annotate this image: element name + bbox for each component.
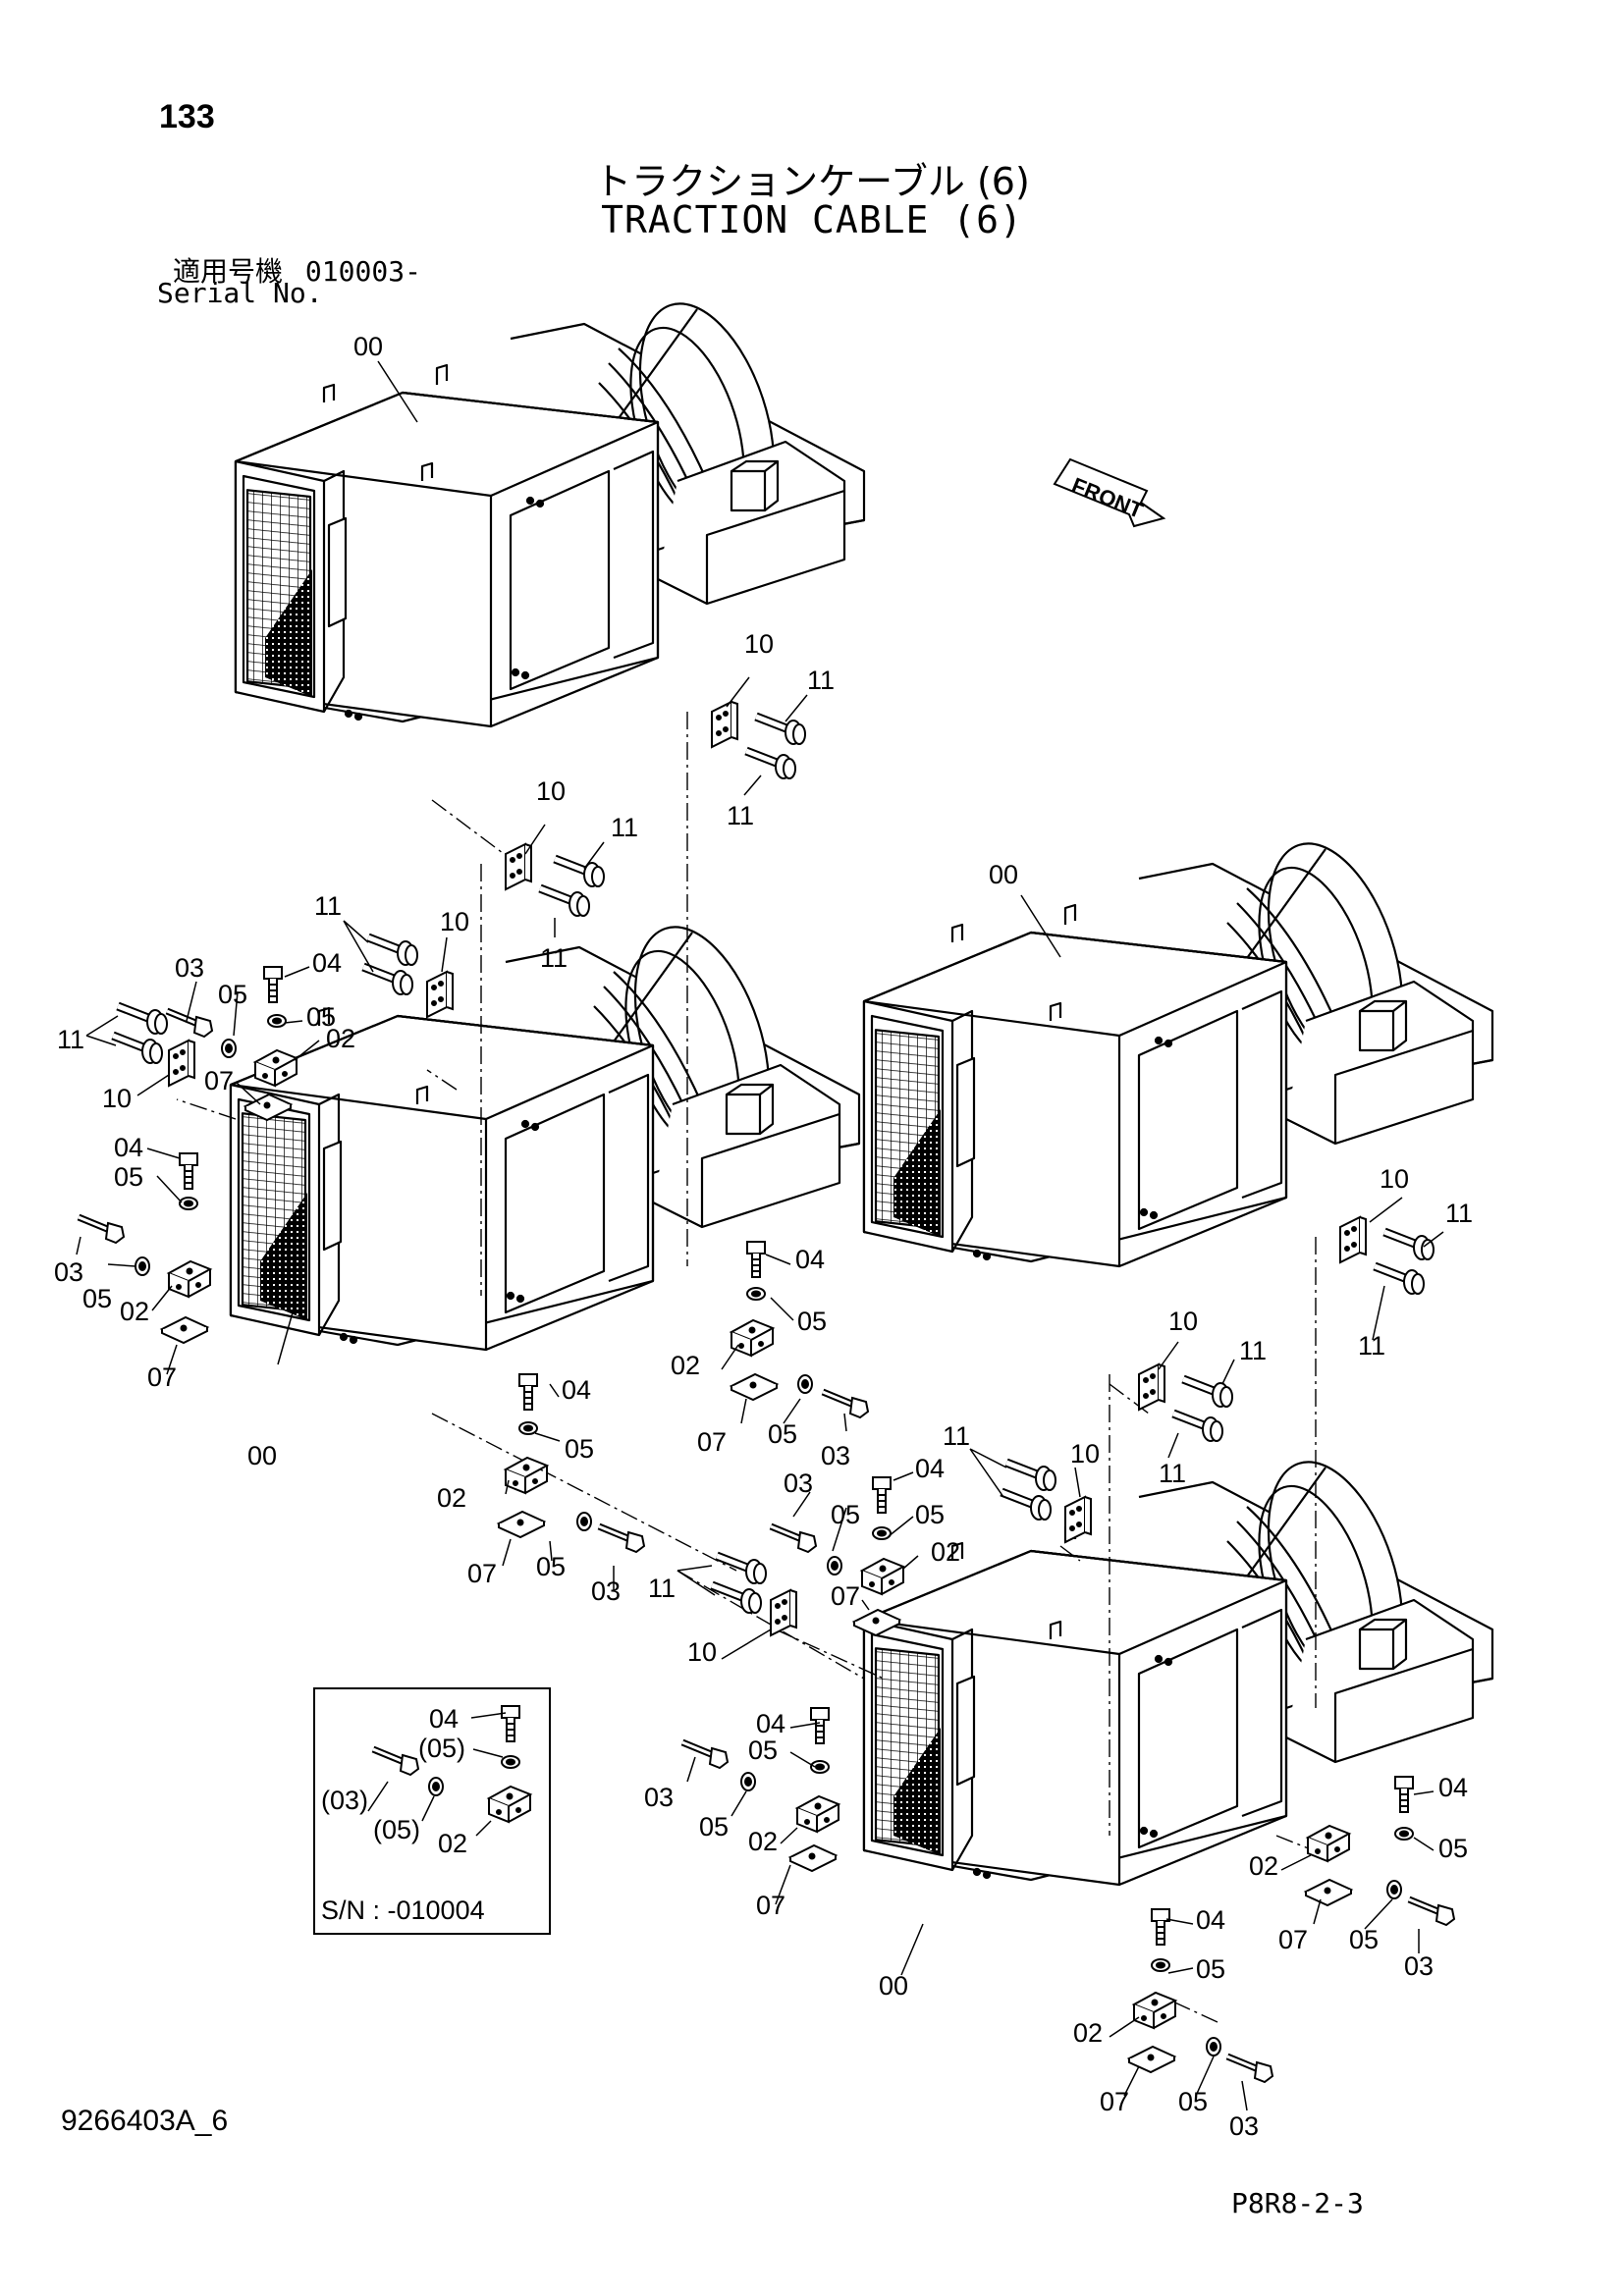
callout-10: 10 bbox=[1380, 1164, 1409, 1194]
callout-04: 04 bbox=[756, 1709, 785, 1738]
callout-07: 07 bbox=[147, 1362, 177, 1392]
inset-serial-note: S/N : -010004 bbox=[321, 1896, 485, 1925]
inset-callout-04: 04 bbox=[429, 1704, 459, 1734]
callout-04: 04 bbox=[1438, 1773, 1468, 1802]
callout-05: 05 bbox=[1196, 1954, 1225, 1984]
traction-motor-unit-4 bbox=[862, 1444, 1494, 1887]
callout-05: 05 bbox=[699, 1812, 729, 1842]
callout-11: 11 bbox=[314, 891, 342, 921]
callout-11: 11 bbox=[540, 943, 568, 973]
callout-00: 00 bbox=[247, 1441, 277, 1470]
callout-05: 05 bbox=[536, 1552, 566, 1581]
callout-10: 10 bbox=[687, 1637, 717, 1667]
callout-07: 07 bbox=[756, 1891, 785, 1920]
drawing-id: 9266403A_6 bbox=[61, 2105, 229, 2137]
callout-10: 10 bbox=[1168, 1307, 1198, 1336]
callout-03: 03 bbox=[1229, 2111, 1259, 2141]
callout-03: 03 bbox=[175, 953, 204, 983]
inset-box: 04 (05) (03) (05) 02 S/N : -010004 bbox=[313, 1687, 551, 1935]
serial-label-english: Serial No. bbox=[157, 277, 323, 309]
callout-04: 04 bbox=[915, 1454, 945, 1483]
callout-10: 10 bbox=[440, 907, 469, 936]
callout-11: 11 bbox=[1445, 1199, 1473, 1228]
callout-10: 10 bbox=[536, 776, 566, 806]
callout-07: 07 bbox=[1278, 1925, 1308, 1954]
callout-05: 05 bbox=[218, 980, 247, 1009]
callout-02: 02 bbox=[120, 1297, 149, 1326]
callout-05: 05 bbox=[1349, 1925, 1379, 1954]
callout-11: 11 bbox=[1358, 1331, 1385, 1361]
callout-07: 07 bbox=[1100, 2087, 1129, 2116]
title-english: TRACTION CABLE (6) bbox=[601, 198, 1023, 241]
inset-callout-03: (03) bbox=[321, 1786, 368, 1815]
inset-callout-05: (05) bbox=[418, 1734, 465, 1763]
callout-10: 10 bbox=[102, 1084, 132, 1113]
callout-11: 11 bbox=[1239, 1336, 1267, 1365]
serial-line-japanese: 適用号機 010003- bbox=[173, 250, 421, 290]
inset-callout-02: 02 bbox=[438, 1829, 467, 1858]
inset-callout-05b: (05) bbox=[373, 1815, 420, 1844]
callout-04: 04 bbox=[1196, 1905, 1225, 1935]
page-number: 133 bbox=[159, 98, 215, 135]
callout-11: 11 bbox=[727, 801, 754, 830]
callout-03: 03 bbox=[54, 1257, 83, 1287]
callout-11: 11 bbox=[611, 813, 638, 842]
callout-00: 00 bbox=[989, 860, 1018, 889]
callout-07: 07 bbox=[467, 1559, 497, 1588]
traction-motor-unit-1 bbox=[234, 286, 866, 728]
callout-07: 07 bbox=[697, 1427, 727, 1457]
callout-02: 02 bbox=[748, 1827, 778, 1856]
callout-02: 02 bbox=[931, 1537, 960, 1567]
callout-labels: 00 10 11 11 10 11 11 00 11 10 03 05 04 0… bbox=[54, 332, 1473, 2141]
callout-02: 02 bbox=[437, 1483, 466, 1513]
callout-05: 05 bbox=[748, 1735, 778, 1765]
callout-10: 10 bbox=[1070, 1439, 1100, 1468]
callout-03: 03 bbox=[591, 1576, 621, 1606]
callout-07: 07 bbox=[204, 1066, 234, 1095]
serial-value: 010003- bbox=[304, 255, 421, 288]
callout-05: 05 bbox=[797, 1307, 827, 1336]
callout-11: 11 bbox=[648, 1574, 676, 1603]
callout-11: 11 bbox=[943, 1421, 970, 1451]
sheet-code: P8R8-2-3 bbox=[1231, 2187, 1364, 2219]
callout-05: 05 bbox=[768, 1419, 797, 1449]
callout-05: 05 bbox=[565, 1434, 594, 1464]
callout-05: 05 bbox=[915, 1500, 945, 1529]
front-arrow-icon: FRONT bbox=[1053, 457, 1166, 528]
callout-05: 05 bbox=[82, 1284, 112, 1313]
title-japanese: トラクションケーブル (6) bbox=[594, 160, 1030, 203]
callout-10: 10 bbox=[744, 629, 774, 659]
callout-11: 11 bbox=[807, 666, 835, 695]
callout-07: 07 bbox=[831, 1581, 860, 1611]
callout-03: 03 bbox=[784, 1468, 813, 1498]
callout-05: 05 bbox=[114, 1162, 143, 1192]
callout-11: 11 bbox=[1159, 1459, 1186, 1488]
callout-02: 02 bbox=[671, 1351, 700, 1380]
callout-02: 02 bbox=[1073, 2018, 1103, 2048]
callout-04: 04 bbox=[795, 1245, 825, 1274]
callout-05: 05 bbox=[306, 1002, 336, 1032]
callout-leaders bbox=[76, 360, 1444, 2111]
callout-00: 00 bbox=[353, 332, 383, 361]
callout-05: 05 bbox=[831, 1500, 860, 1529]
callout-03: 03 bbox=[1404, 1951, 1434, 1981]
callout-02: 02 bbox=[326, 1024, 355, 1053]
callout-03: 03 bbox=[644, 1783, 674, 1812]
callout-05: 05 bbox=[1438, 1834, 1468, 1863]
callout-03: 03 bbox=[821, 1441, 850, 1470]
callout-11: 11 bbox=[57, 1025, 84, 1054]
callout-04: 04 bbox=[562, 1375, 591, 1405]
callout-00: 00 bbox=[879, 1971, 908, 2001]
callout-04: 04 bbox=[312, 948, 342, 978]
callout-05: 05 bbox=[1178, 2087, 1208, 2116]
callout-02: 02 bbox=[1249, 1851, 1278, 1881]
callout-04: 04 bbox=[114, 1133, 143, 1162]
serial-label-japanese: 適用号機 bbox=[173, 255, 284, 288]
